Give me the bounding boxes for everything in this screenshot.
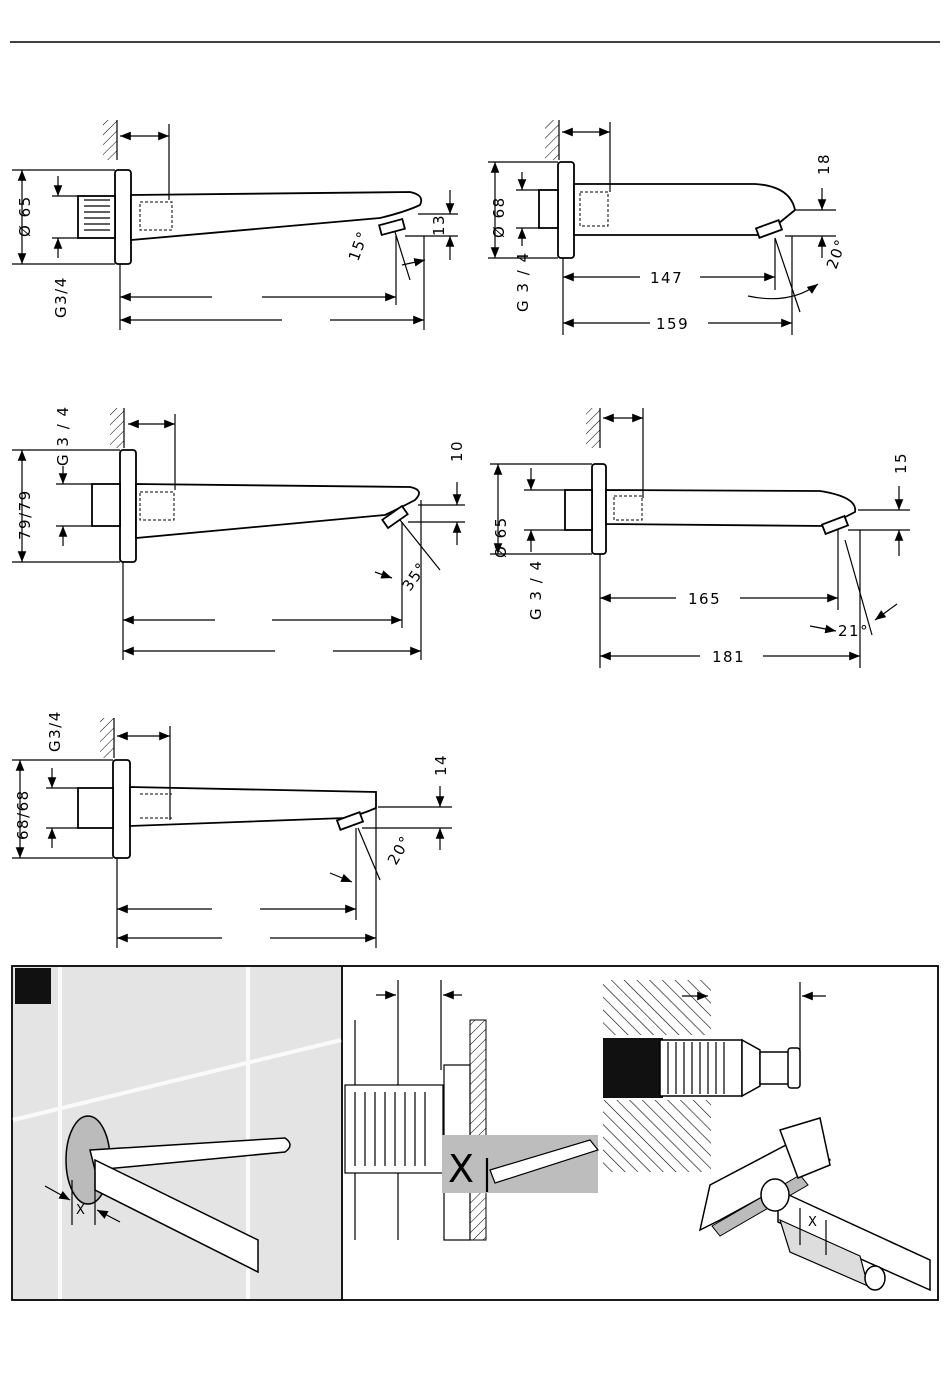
height-label: 15 [892, 452, 910, 474]
thread-label: G3/4 [52, 276, 70, 318]
angle-label: 20° [384, 832, 415, 868]
wall-tile-view: X [13, 967, 341, 1299]
height-label: 14 [432, 754, 450, 776]
length-inner-label: 165 [688, 590, 721, 608]
height-label: 10 [448, 440, 466, 462]
diameter-label: Ø 68 [490, 196, 508, 238]
cut-marker-label: X [76, 1203, 85, 1218]
height-label: 18 [815, 153, 833, 175]
pipe-cut-view: X [603, 980, 930, 1290]
size-label: 79/79 [16, 489, 34, 540]
thread-label: G 3 / 4 [54, 405, 72, 466]
step-badge [15, 968, 51, 1004]
angle-label: 35° [399, 558, 432, 594]
angle-label: 15° [345, 228, 373, 263]
cut-marker-label: X [808, 1215, 817, 1230]
size-label: 68/68 [14, 789, 32, 840]
spout-drawing-5: 68/68 G3/4 14 20° [12, 710, 452, 948]
angle-label: 21° [838, 622, 869, 640]
section-view: X [345, 980, 598, 1240]
height-label: 13 [430, 214, 448, 236]
thread-label: G 3 / 4 [527, 559, 545, 620]
length-outer-label: 159 [656, 315, 689, 333]
thread-label: G 3 / 4 [514, 251, 532, 312]
installation-panel: X X [12, 966, 938, 1300]
length-outer-label: 181 [712, 648, 745, 666]
spout-drawing-4: Ø 65 G 3 / 4 15 21° 165 181 [490, 408, 910, 668]
length-inner-label: 147 [650, 269, 683, 287]
spout-drawing-2: Ø 68 G 3 / 4 18 20° 147 159 [488, 120, 850, 335]
thread-label: G3/4 [46, 710, 64, 752]
spout-drawing-1: Ø 65 G3/4 13 15° [12, 120, 458, 330]
angle-label: 20° [823, 236, 851, 271]
diameter-label: Ø 65 [492, 516, 510, 558]
spout-drawing-3: 79/79 G 3 / 4 10 35° [12, 405, 466, 660]
cut-marker-label: X [448, 1147, 474, 1191]
diameter-label: Ø 65 [16, 195, 34, 237]
